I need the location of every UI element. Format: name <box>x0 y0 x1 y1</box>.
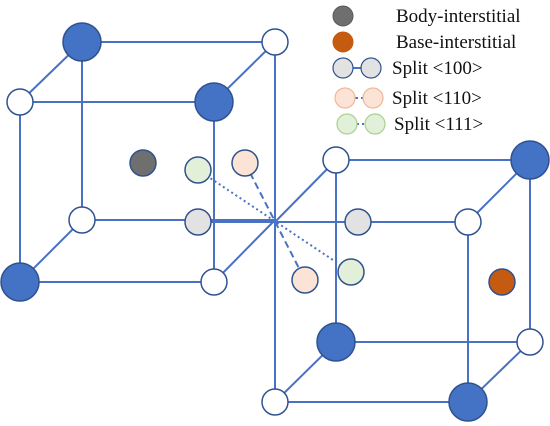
legend-split-111-swatch <box>364 113 386 135</box>
corner-atom-small <box>200 268 228 296</box>
split-100-atom <box>184 208 212 236</box>
body-interstitial-atom <box>129 149 157 177</box>
corner-atom-small <box>516 328 544 356</box>
corner-atom-small <box>261 28 289 56</box>
legend-split-100-swatch <box>360 57 382 79</box>
legend-split-111-swatch <box>336 113 358 135</box>
legend-split-110-swatch <box>334 87 356 109</box>
corner-atom-large <box>510 140 550 180</box>
split-110-atom <box>291 266 319 294</box>
corner-atom-large <box>194 82 234 122</box>
split-111-atom <box>337 258 365 286</box>
split-110-atom <box>231 149 259 177</box>
legend-split-110-swatch <box>362 87 384 109</box>
legend-split-100-swatch <box>332 57 354 79</box>
corner-atom-small <box>261 388 289 416</box>
corner-atom-small <box>454 208 482 236</box>
right-cube-atoms <box>261 140 550 422</box>
legend-split-100-label: Split <100> <box>392 58 483 79</box>
corner-atom-large <box>0 262 40 302</box>
corner-atom-small <box>68 206 96 234</box>
split-111-connector <box>197 169 352 273</box>
legend-split-111-label: Split <111> <box>394 114 483 135</box>
right-cube-edge <box>274 159 337 223</box>
legend: Body-interstitial Base-interstitial Spli… <box>332 5 521 135</box>
left-cube-edges <box>19 41 276 283</box>
corner-atom-small <box>322 146 350 174</box>
left-cube-atoms <box>0 22 289 302</box>
legend-split-110-label: Split <110> <box>392 88 482 109</box>
split-100-atom <box>344 208 372 236</box>
split-connectors <box>197 162 358 281</box>
corner-atom-large <box>448 382 488 422</box>
legend-base-interstitial-label: Base-interstitial <box>396 32 516 53</box>
corner-atom-large <box>316 322 356 362</box>
corner-atom-large <box>62 22 102 62</box>
left-cube-edge <box>213 219 276 283</box>
legend-base-interstitial-swatch <box>332 31 354 53</box>
corner-atom-small <box>6 88 34 116</box>
legend-body-interstitial-label: Body-interstitial <box>396 6 521 27</box>
legend-body-interstitial-swatch <box>332 5 354 27</box>
split-atoms <box>184 149 372 294</box>
split-111-atom <box>184 156 212 184</box>
base-interstitial-atom <box>488 268 516 296</box>
